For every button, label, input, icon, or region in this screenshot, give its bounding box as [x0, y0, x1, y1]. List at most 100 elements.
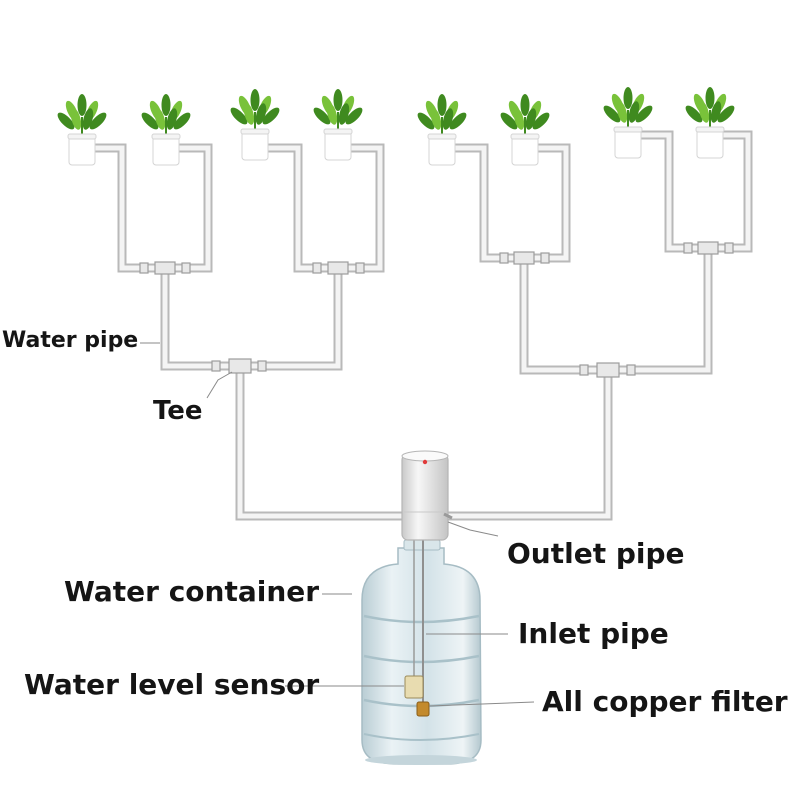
plant-pot: [417, 94, 467, 166]
bottle-base: [365, 755, 477, 765]
pot-rim: [67, 133, 97, 140]
bottle-ridge: [363, 733, 480, 741]
label-tee: Tee: [153, 396, 203, 426]
plant-leaf: [698, 101, 710, 123]
label-water-container: Water container: [64, 575, 320, 608]
pipe-joint: [211, 360, 221, 372]
callout-copper-filter: [428, 701, 535, 707]
plant-pot: [603, 87, 653, 159]
plant-leaf: [166, 108, 178, 130]
plant-leaf: [250, 89, 260, 111]
pot-rim: [151, 133, 181, 140]
water-pump: [401, 450, 453, 541]
plant-leaf: [57, 112, 75, 130]
pot-rim: [510, 133, 540, 140]
plant-leaf: [616, 101, 628, 123]
plant-leaf: [326, 103, 338, 125]
plant-leaf: [154, 108, 166, 130]
plant-leaf: [532, 112, 550, 130]
plant-leaf: [710, 101, 722, 123]
bottle-ridge: [363, 654, 480, 664]
plant-pot: [141, 94, 191, 166]
outlet-spout: [443, 512, 453, 520]
plant-leaf: [500, 112, 518, 130]
pipe-joint: [724, 242, 734, 254]
plant-leaf: [338, 103, 350, 125]
plant-leaf: [442, 108, 454, 130]
tee-connector: [154, 261, 176, 275]
plant-pot: [685, 87, 735, 159]
pipe-joint: [181, 262, 191, 274]
plant-leaf: [525, 108, 537, 130]
plant-pot: [57, 94, 107, 166]
pipe-joint: [499, 252, 509, 264]
plant-leaf: [520, 94, 530, 116]
label-inlet-pipe: Inlet pipe: [518, 617, 669, 650]
pot-rim: [613, 126, 643, 133]
label-water-pipe: Water pipe: [2, 328, 139, 353]
tee-connector: [596, 362, 620, 378]
plant-leaf: [70, 108, 82, 130]
copper-filter: [416, 701, 430, 717]
tee-connector: [513, 251, 535, 265]
bottle-body: [361, 547, 482, 765]
plant-leaf: [141, 112, 159, 130]
plant-pots: [57, 87, 735, 166]
callout-outlet-pipe: [447, 521, 499, 537]
pipe-joint: [312, 262, 322, 274]
plant-leaf: [77, 94, 87, 116]
plant-leaf: [230, 107, 248, 125]
pipe-joint: [540, 252, 550, 264]
plant-leaf: [430, 108, 442, 130]
pipe-joint: [683, 242, 693, 254]
plant-leaf: [623, 87, 633, 109]
callout-lines: [140, 342, 535, 707]
pipe-joint: [355, 262, 365, 274]
tee-connector: [327, 261, 349, 275]
plant-leaf: [449, 112, 467, 130]
plant-leaf: [635, 105, 653, 123]
plant-leaf: [173, 112, 191, 130]
plant-leaf: [82, 108, 94, 130]
plant-leaf: [705, 87, 715, 109]
tee-connector: [228, 358, 252, 374]
water-container-bottle: [361, 539, 482, 765]
pot-rim: [695, 126, 725, 133]
pipe-joint: [257, 360, 267, 372]
plant-pot: [500, 94, 550, 166]
plant-pot: [230, 89, 280, 161]
plant-leaf: [437, 94, 447, 116]
plant-leaf: [262, 107, 280, 125]
plant-leaf: [255, 103, 267, 125]
label-water-level-sensor: Water level sensor: [24, 668, 320, 701]
water-level-sensor-box: [404, 675, 424, 699]
plant-leaf: [345, 107, 363, 125]
pump-body: [401, 453, 449, 541]
pot-rim: [323, 128, 353, 135]
plant-leaf: [333, 89, 343, 111]
pipe-joint: [626, 364, 636, 376]
pipe-joint: [139, 262, 149, 274]
plant-leaf: [417, 112, 435, 130]
pot-rim: [427, 133, 457, 140]
plant-leaf: [685, 105, 703, 123]
tee-connector: [697, 241, 719, 255]
bottle-ridge: [363, 614, 480, 624]
plant-leaf: [313, 107, 331, 125]
label-all-copper-filter: All copper filter: [542, 685, 788, 718]
tee-connectors: [139, 241, 734, 378]
plant-leaf: [243, 103, 255, 125]
pipe-joint: [579, 364, 589, 376]
pump-top: [401, 450, 449, 462]
plant-leaf: [717, 105, 735, 123]
callout-tee: [206, 371, 233, 399]
plant-pot: [313, 89, 363, 161]
plant-leaf: [89, 112, 107, 130]
plant-leaf: [603, 105, 621, 123]
plant-leaf: [513, 108, 525, 130]
label-outlet-pipe: Outlet pipe: [507, 537, 685, 570]
plant-leaf: [161, 94, 171, 116]
pot-rim: [240, 128, 270, 135]
